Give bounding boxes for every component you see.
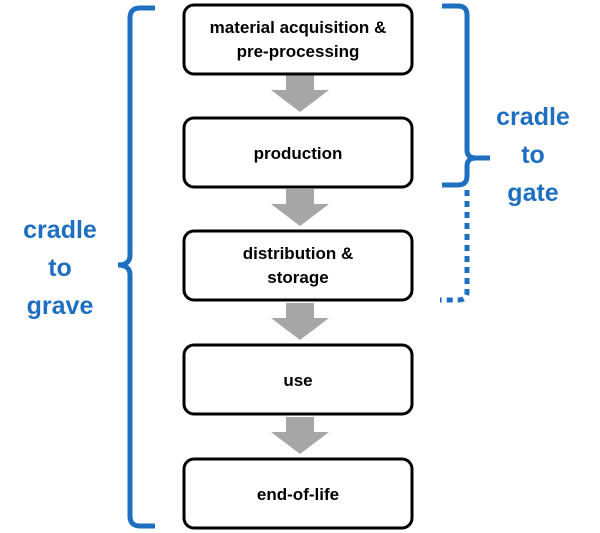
stage-label-line: production (254, 144, 343, 163)
stage-box-use: use (182, 343, 414, 416)
arrow-down (271, 75, 329, 112)
stage-label-line: distribution & (243, 244, 353, 263)
stage-label-line: use (283, 371, 312, 390)
stage-box-material-acquisition: material acquisition & pre-processing (182, 3, 414, 76)
arrow-down (271, 417, 329, 454)
bracket-label-line: to (521, 141, 545, 169)
stage-label-line: end-of-life (257, 485, 339, 504)
bracket-label-line: gate (507, 179, 559, 207)
stage-box-production: production (182, 116, 414, 189)
arrow-down (271, 189, 329, 226)
stage-box-distribution-storage: distribution & storage (182, 229, 414, 302)
cradle-to-grave-label: cradle to grave (23, 216, 97, 320)
bracket-label-line: grave (27, 292, 94, 320)
cradle-to-gate-label: cradle to gate (496, 103, 570, 207)
stage-label-line: pre-processing (237, 42, 360, 61)
cradle-to-gate-brace (442, 3, 490, 188)
bracket-label-line: to (48, 254, 72, 282)
flow-arrows (271, 75, 329, 454)
stage-label-line: material acquisition & (210, 18, 387, 37)
bracket-label-line: cradle (496, 103, 570, 131)
arrow-down (271, 303, 329, 340)
stage-box-end-of-life: end-of-life (182, 457, 414, 530)
cradle-to-gate-dotted-extension (440, 190, 470, 303)
bracket-label-line: cradle (23, 216, 97, 244)
cradle-to-grave-brace (117, 5, 155, 529)
stage-label-line: storage (267, 268, 328, 287)
